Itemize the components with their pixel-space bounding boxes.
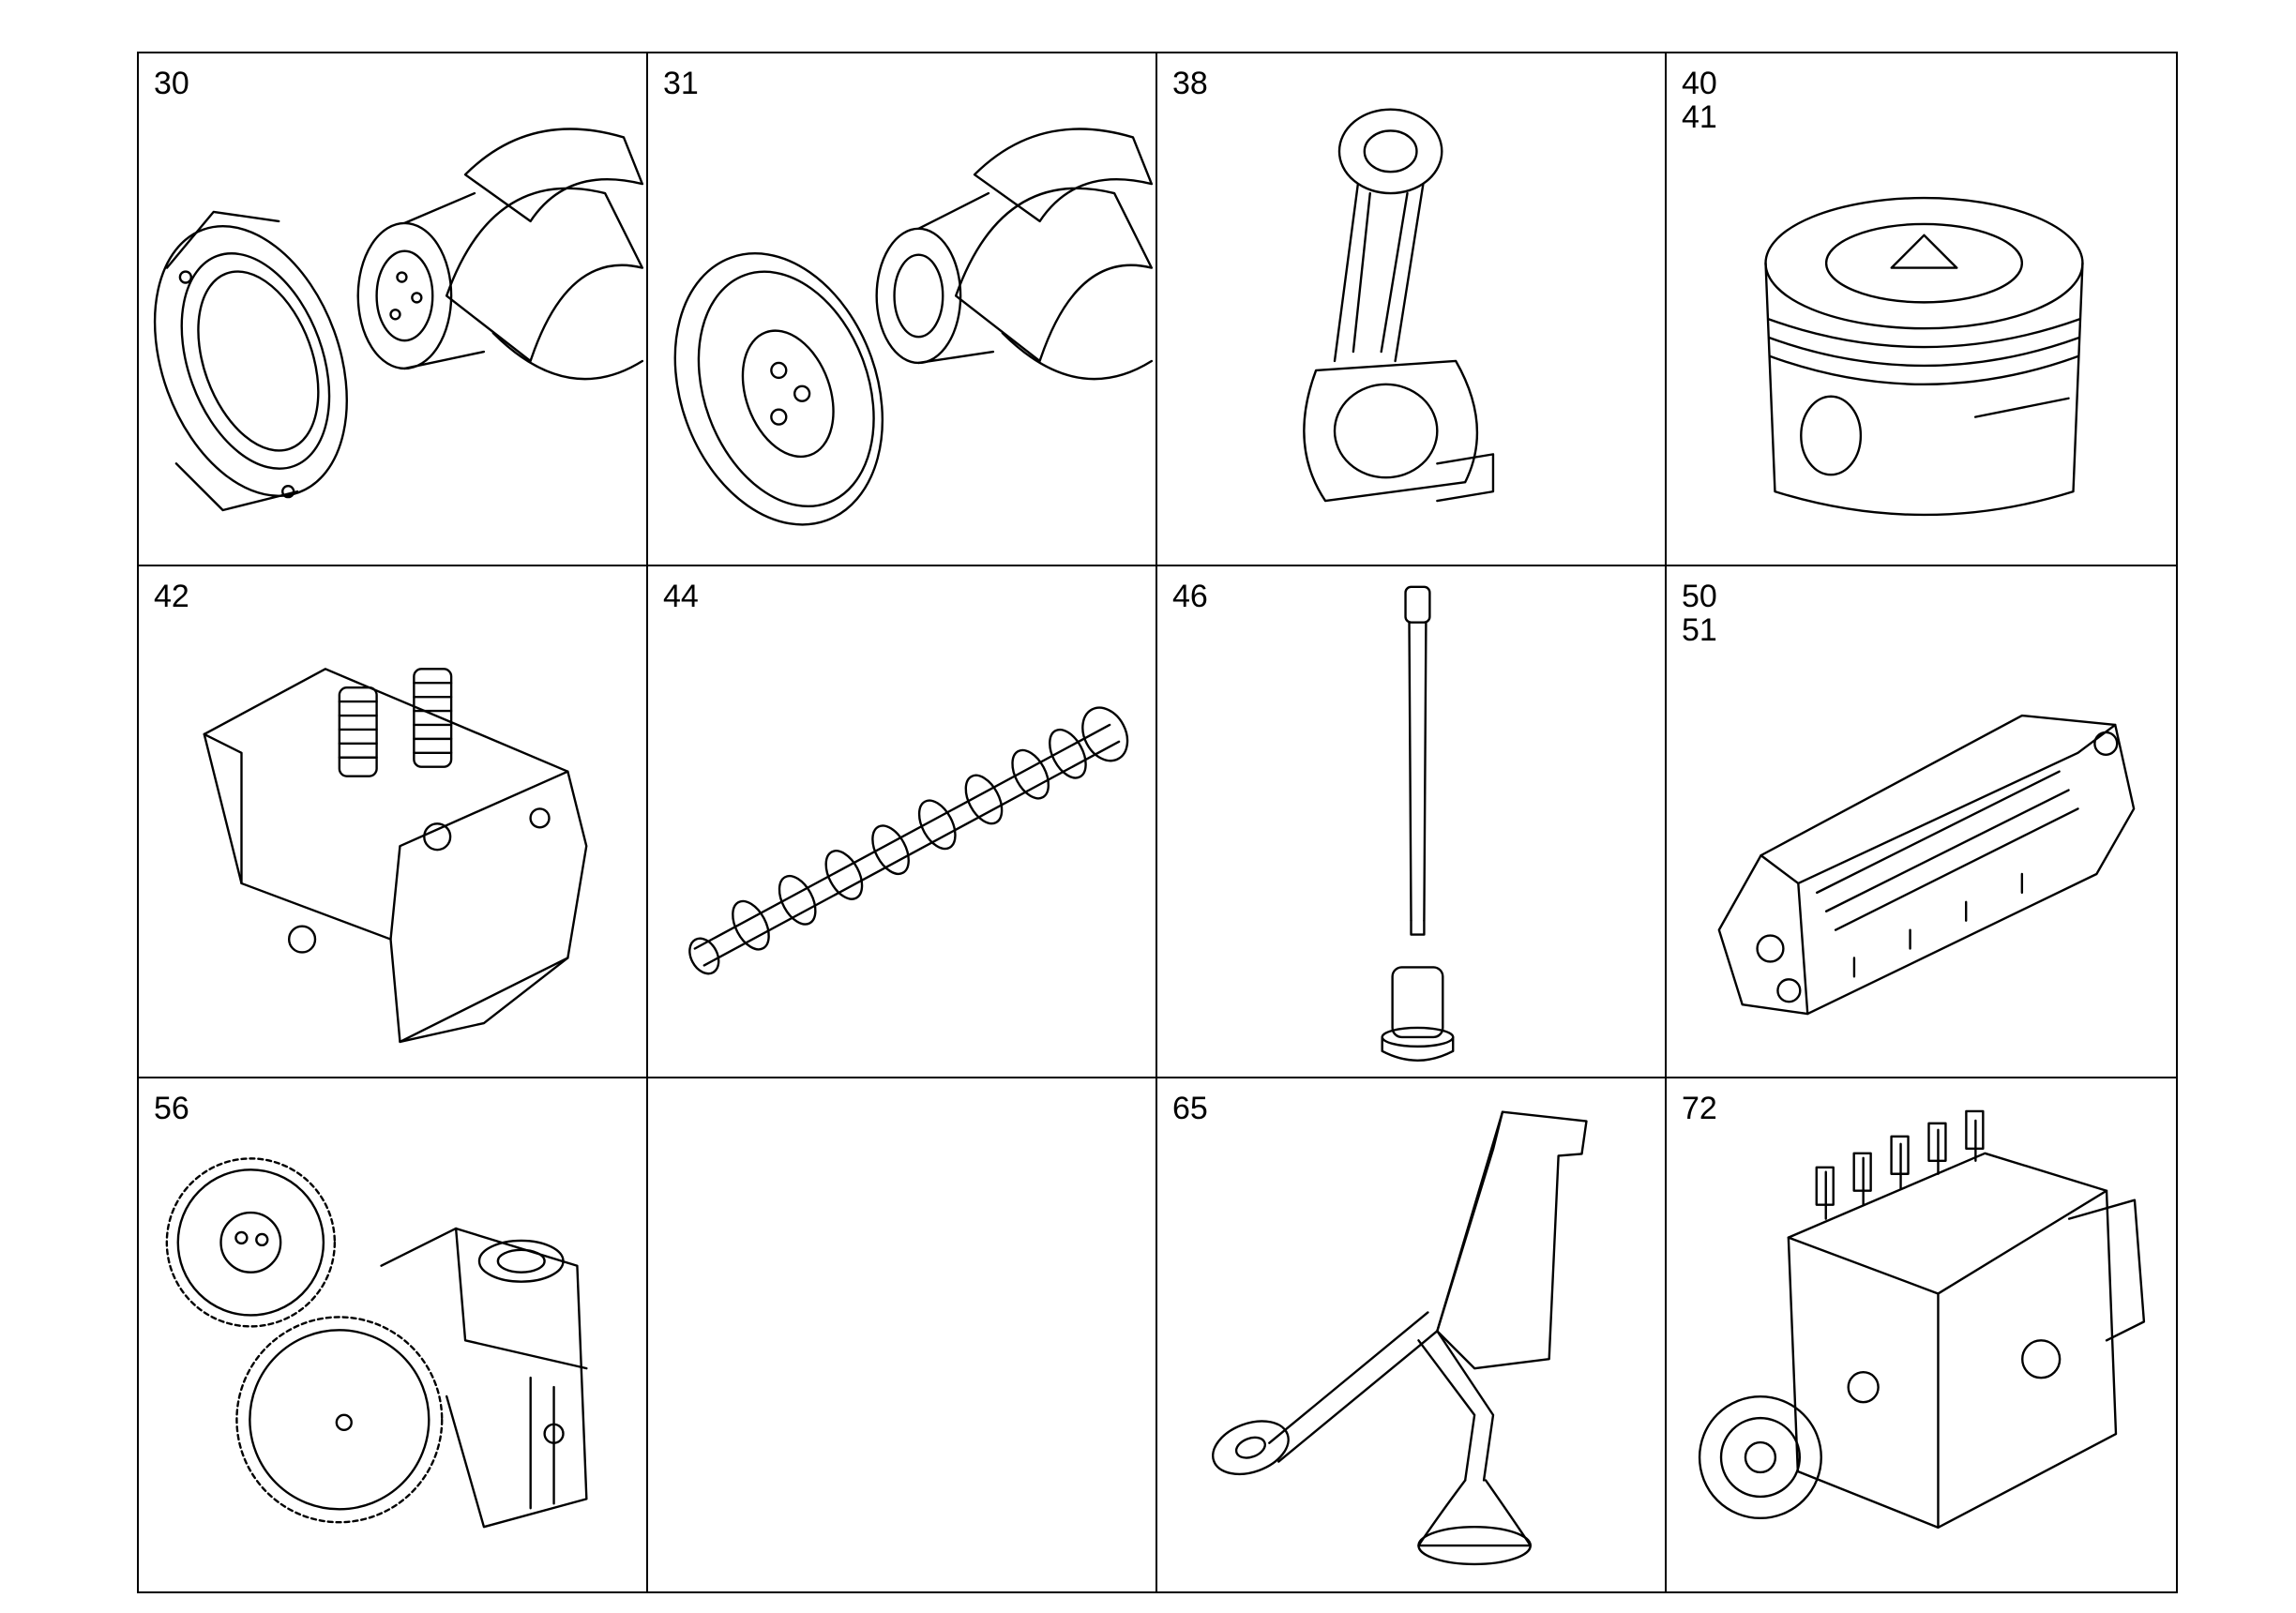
part-number-label: 46 (1172, 578, 1208, 614)
part-cell-30[interactable]: 30 (139, 53, 648, 566)
injection-pump-icon (1698, 1110, 2146, 1530)
connecting-rod-icon (1303, 108, 1495, 503)
part-number-label: 56 (154, 1091, 189, 1127)
part-cell-72[interactable]: 72 (1667, 1078, 2176, 1591)
part-number-label: 65 (1172, 1091, 1208, 1127)
part-cell-38[interactable]: 38 (1157, 53, 1667, 566)
part-number-label: 31 (663, 66, 699, 101)
cylinder-head-icon (203, 667, 588, 1043)
part-cell-31[interactable]: 31 (648, 53, 1157, 566)
part-number-label: 38 (1172, 66, 1208, 101)
part-number-label: 42 (154, 578, 189, 614)
push-rod-and-tappet-icon (1381, 585, 1455, 1062)
crankshaft-with-rear-seal-icon (153, 128, 644, 512)
part-cell-56[interactable]: 56 (139, 1078, 648, 1591)
part-cell-40-41[interactable]: 40 41 (1667, 53, 2176, 566)
oil-strainer-pipe-icon (1212, 1110, 1588, 1566)
oil-pump-with-gears-icon (165, 1157, 588, 1529)
part-number-label: 50 51 (1682, 578, 1717, 648)
part-cell-65[interactable]: 65 (1157, 1078, 1667, 1591)
rocker-cover-icon (1717, 714, 2136, 1015)
crankshaft-with-pulley-icon (673, 128, 1154, 526)
part-number-label: 72 (1682, 1091, 1717, 1127)
part-cell-50-51[interactable]: 50 51 (1667, 566, 2176, 1079)
part-number-label: 40 41 (1682, 66, 1717, 135)
part-cell-44[interactable]: 44 (648, 565, 1157, 1079)
parts-index-grid: 30 31 (137, 52, 2178, 1593)
piston-icon (1764, 196, 2084, 517)
camshaft-icon (688, 706, 1129, 975)
part-cell-42[interactable]: 42 (139, 565, 648, 1079)
part-number-label: 44 (663, 578, 699, 614)
part-number-label: 30 (154, 66, 189, 101)
part-cell-empty (648, 1078, 1157, 1591)
part-cell-46[interactable]: 46 (1157, 565, 1667, 1079)
